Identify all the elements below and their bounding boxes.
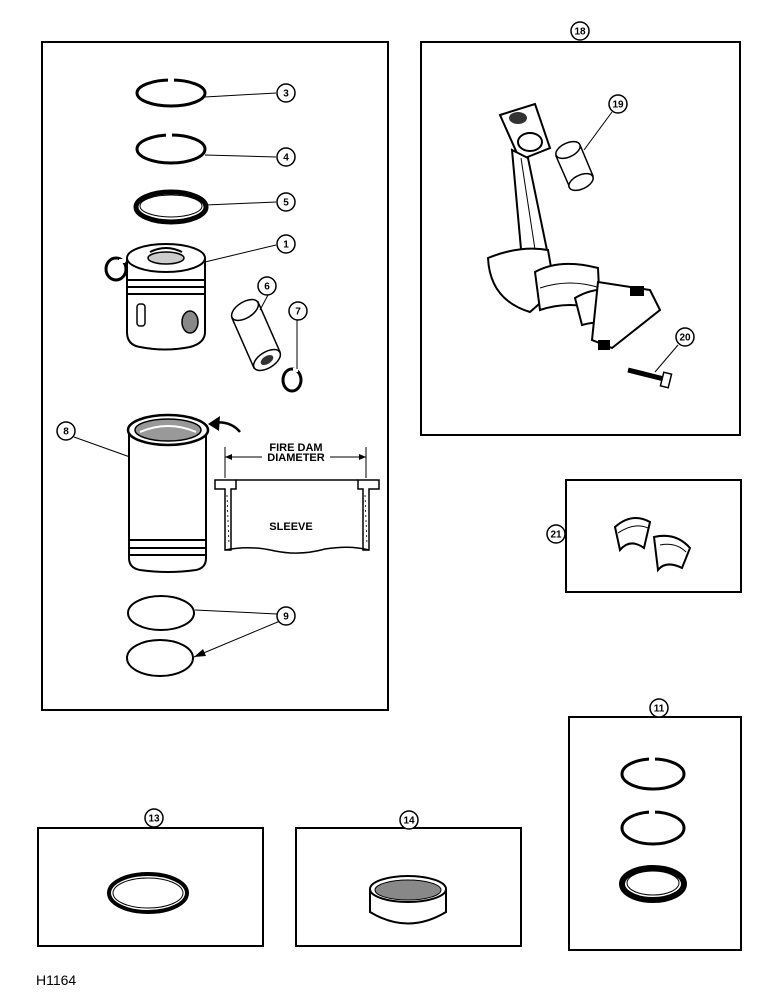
- callout-13: 13: [144, 808, 164, 828]
- leader-4: [204, 154, 277, 158]
- o-ring-lower: [126, 639, 194, 677]
- callout-21: 21: [546, 524, 566, 544]
- o-ring-upper: [127, 595, 195, 631]
- callout-19: 19: [608, 94, 628, 114]
- snap-ring-left: [104, 256, 128, 282]
- piston-pin: [230, 298, 282, 372]
- connecting-rod: [486, 102, 557, 314]
- figure-id: H1164: [36, 972, 76, 988]
- piston-ring-5: [133, 189, 209, 225]
- piston-pin-bushing: [555, 140, 594, 192]
- leader-5: [205, 201, 277, 206]
- bearing-shells: [613, 517, 692, 573]
- panel-piston-group: [41, 41, 389, 711]
- leader-6: [259, 294, 269, 311]
- callout-8: 8: [56, 421, 76, 441]
- callout-13-label: 13: [148, 814, 160, 825]
- callout-20: 20: [675, 327, 695, 347]
- callout-18-label: 18: [574, 27, 586, 38]
- leader-1: [204, 244, 277, 263]
- leader-3: [204, 92, 277, 98]
- callout-6: 6: [257, 276, 277, 296]
- callout-8-label: 8: [63, 427, 69, 438]
- connecting-rod-bolt: [627, 367, 673, 389]
- sleeve-ring-14: [369, 875, 447, 925]
- piston: [126, 243, 206, 351]
- ring-set-top: [620, 757, 686, 791]
- diameter-label: DIAMETER: [267, 452, 325, 464]
- sleeve-label: SLEEVE: [269, 521, 312, 533]
- callout-7: 7: [288, 301, 308, 321]
- callout-4-label: 4: [283, 153, 289, 164]
- panel-11: [568, 716, 742, 951]
- panel-21: [565, 479, 742, 593]
- fire-dam-label: FIRE DAM: [269, 442, 322, 454]
- panel-13: [37, 827, 264, 947]
- callout-19-label: 19: [612, 100, 624, 111]
- panel-connecting-rod: [420, 41, 741, 436]
- ring-set-middle: [620, 810, 686, 846]
- callout-5-label: 5: [283, 198, 289, 209]
- callout-11: 11: [649, 698, 669, 718]
- leader-9-upper: [194, 609, 278, 615]
- leader-19: [583, 111, 613, 151]
- connecting-rod-cap: [590, 280, 662, 350]
- fire-dam-arrow: [208, 416, 241, 433]
- callout-5: 5: [276, 192, 296, 212]
- piston-ring-4: [135, 132, 207, 165]
- callout-21-label: 21: [550, 530, 562, 541]
- leader-9-lower: [193, 620, 281, 658]
- sleeve-section: [214, 479, 380, 554]
- callout-9: 9: [276, 606, 296, 626]
- callout-11-label: 11: [654, 704, 665, 715]
- callout-20-label: 20: [679, 333, 691, 344]
- callout-1-label: 1: [283, 240, 289, 251]
- callout-14-label: 14: [403, 816, 415, 827]
- callout-7-label: 7: [295, 307, 301, 318]
- leader-20: [654, 344, 679, 373]
- callout-4: 4: [276, 147, 296, 167]
- callout-9-label: 9: [283, 612, 289, 623]
- callout-14: 14: [399, 810, 419, 830]
- snap-ring-7: [281, 367, 303, 393]
- cylinder-sleeve: [126, 413, 210, 573]
- ring-13: [107, 872, 189, 914]
- callout-18: 18: [570, 21, 590, 41]
- callout-3: 3: [276, 83, 296, 103]
- callout-3-label: 3: [283, 89, 289, 100]
- callout-6-label: 6: [264, 282, 270, 293]
- leader-8: [73, 436, 131, 458]
- ring-set-oil: [619, 865, 687, 903]
- callout-1: 1: [276, 234, 296, 254]
- piston-ring-3: [135, 77, 207, 108]
